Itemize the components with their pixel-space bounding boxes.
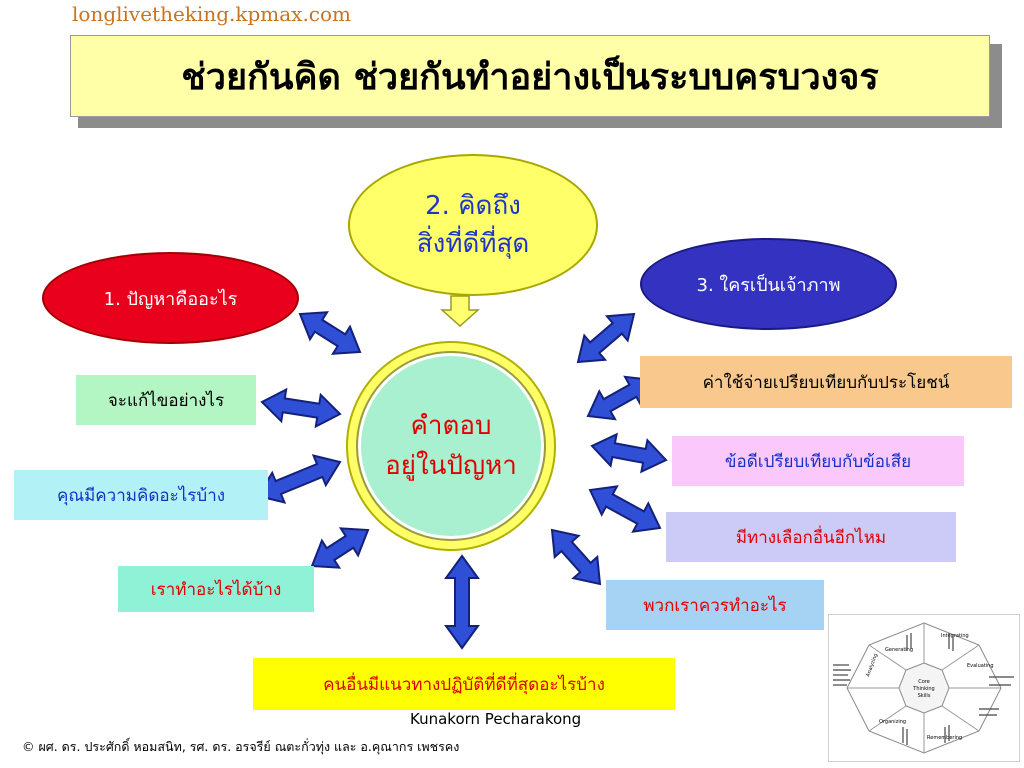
page-title: ช่วยกันคิด ช่วยกันทำอย่างเป็นระบบครบวงจร	[181, 56, 879, 98]
arrow-best-down	[440, 295, 480, 328]
arrow-think	[256, 454, 342, 504]
question-pros: ข้อดีเปรียบเทียบกับข้อเสีย	[672, 436, 964, 486]
core-thinking-skills-thumbnail: Core Thinking Skills Integrating Evaluat…	[828, 614, 1020, 762]
thumb-label: Evaluating	[967, 663, 994, 669]
arrow-owner	[576, 312, 636, 364]
node-problem: 1. ปัญหาคืออะไร	[42, 252, 299, 344]
thumb-label: Generating	[885, 647, 913, 653]
question-cost: ค่าใช้จ่ายเปรียบเทียบกับประโยชน์	[640, 356, 1012, 408]
thumb-label: Organizing	[879, 719, 906, 725]
author-name: Kunakorn Pecharakong	[410, 710, 582, 728]
thumb-center-line3: Skills	[918, 693, 931, 699]
arrow-solve	[260, 387, 342, 429]
thumb-label: Analyzing	[865, 653, 879, 678]
question-we: พวกเราควรทำอะไร	[606, 580, 824, 630]
arrow-others	[444, 554, 480, 650]
arrow-pros	[590, 432, 668, 474]
question-pros-label: ข้อดีเปรียบเทียบกับข้อเสีย	[724, 451, 912, 472]
arrow-we	[550, 528, 602, 586]
thumb-label: Integrating	[941, 633, 969, 639]
question-do: เราทำอะไรได้บ้าง	[118, 566, 314, 612]
thumb-spoke	[941, 705, 980, 732]
question-options: มีทางเลือกอื่นอีกไหม	[666, 512, 956, 562]
thumb-center-line2: Thinking	[912, 686, 934, 692]
title-banner: ช่วยกันคิด ช่วยกันทำอย่างเป็นระบบครบวงจร	[70, 35, 990, 117]
node-best: 2. คิดถึง สิ่งที่ดีที่สุด	[348, 154, 598, 296]
thumb-text-lines	[833, 633, 1014, 745]
arrow-do	[310, 527, 370, 569]
center-circle: คำตอบ อยู่ในปัญหา	[358, 353, 544, 539]
thumb-spoke	[941, 644, 980, 671]
center-line2: อยู่ในปัญหา	[385, 451, 517, 481]
node-problem-label: 1. ปัญหาคืออะไร	[103, 288, 238, 310]
question-think-label: คุณมีความคิดอะไรบ้าง	[56, 485, 226, 506]
site-url[interactable]: longlivetheking.kpmax.com	[72, 2, 352, 26]
center-line1: คำตอบ	[410, 411, 492, 441]
thumb-spoke	[868, 644, 907, 671]
question-solve: จะแก้ไขอย่างไร	[76, 375, 256, 425]
node-best-line2: สิ่งที่ดีที่สุด	[416, 229, 530, 259]
arrow-problem	[298, 311, 362, 355]
question-we-label: พวกเราควรทำอะไร	[643, 595, 787, 616]
question-do-label: เราทำอะไรได้บ้าง	[150, 579, 282, 600]
question-think: คุณมีความคิดอะไรบ้าง	[14, 470, 268, 520]
question-cost-label: ค่าใช้จ่ายเปรียบเทียบกับประโยชน์	[702, 372, 950, 393]
thumbnail-diagram: Core Thinking Skills Integrating Evaluat…	[833, 622, 1014, 754]
arrow-options	[588, 485, 662, 533]
credits-line: © ผศ. ดร. ประศักดิ์ หอมสนิท, รศ. ดร. อรจ…	[22, 739, 460, 754]
thumb-spoke	[868, 705, 907, 732]
question-others-label: คนอื่นมีแนวทางปฏิบัติที่ดีที่สุดอะไรบ้าง	[323, 674, 605, 695]
question-others: คนอื่นมีแนวทางปฏิบัติที่ดีที่สุดอะไรบ้าง	[253, 658, 675, 710]
question-solve-label: จะแก้ไขอย่างไร	[107, 390, 225, 411]
question-options-label: มีทางเลือกอื่นอีกไหม	[735, 527, 887, 548]
thumb-center-line1: Core	[918, 679, 930, 685]
node-owner: 3. ใครเป็นเจ้าภาพ	[640, 238, 897, 330]
node-best-line1: 2. คิดถึง	[425, 191, 521, 221]
node-owner-label: 3. ใครเป็นเจ้าภาพ	[696, 274, 841, 296]
